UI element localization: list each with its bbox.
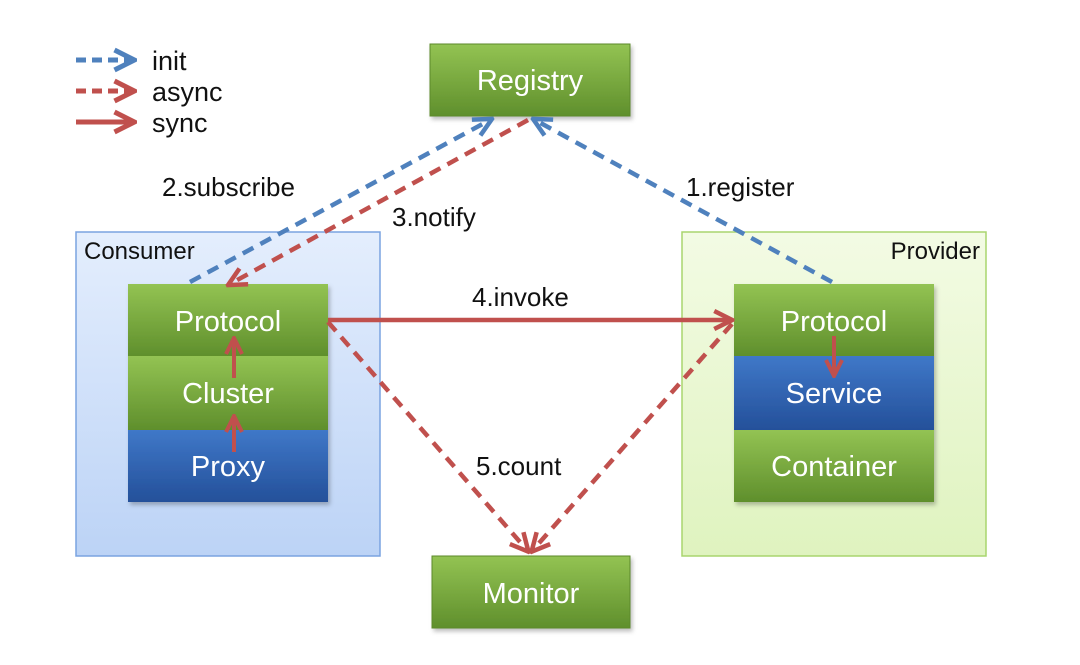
monitor-node [431, 555, 631, 629]
register-label: 1.register [686, 172, 795, 202]
legend-async-label: async [152, 77, 223, 107]
registry-node [429, 43, 631, 117]
count-edge-from-provider [533, 322, 734, 550]
legend: init async sync [76, 46, 223, 138]
legend-sync-label: sync [152, 108, 208, 138]
notify-label: 3.notify [392, 202, 476, 232]
consumer-stack [128, 284, 328, 502]
subscribe-label: 2.subscribe [162, 172, 295, 202]
provider-container-box [734, 430, 934, 502]
provider-title: Provider [891, 238, 980, 265]
register-edge [535, 120, 834, 284]
provider-protocol-label: Protocol [781, 306, 887, 338]
provider-container-label: Container [771, 451, 897, 483]
provider-stack [734, 284, 934, 502]
monitor-label: Monitor [483, 578, 580, 610]
consumer-proxy-box [128, 430, 328, 502]
invoke-label: 4.invoke [472, 282, 569, 312]
consumer-cluster-label: Cluster [182, 378, 274, 410]
consumer-title: Consumer [84, 238, 195, 265]
count-edge-from-consumer [326, 320, 527, 550]
legend-init-label: init [152, 46, 187, 76]
count-label: 5.count [476, 451, 562, 481]
notify-edge [230, 118, 530, 284]
subscribe-edge [188, 120, 490, 284]
consumer-protocol-label: Protocol [175, 306, 281, 338]
consumer-proxy-label: Proxy [191, 451, 266, 483]
registry-label: Registry [477, 65, 584, 97]
provider-service-label: Service [786, 378, 883, 410]
